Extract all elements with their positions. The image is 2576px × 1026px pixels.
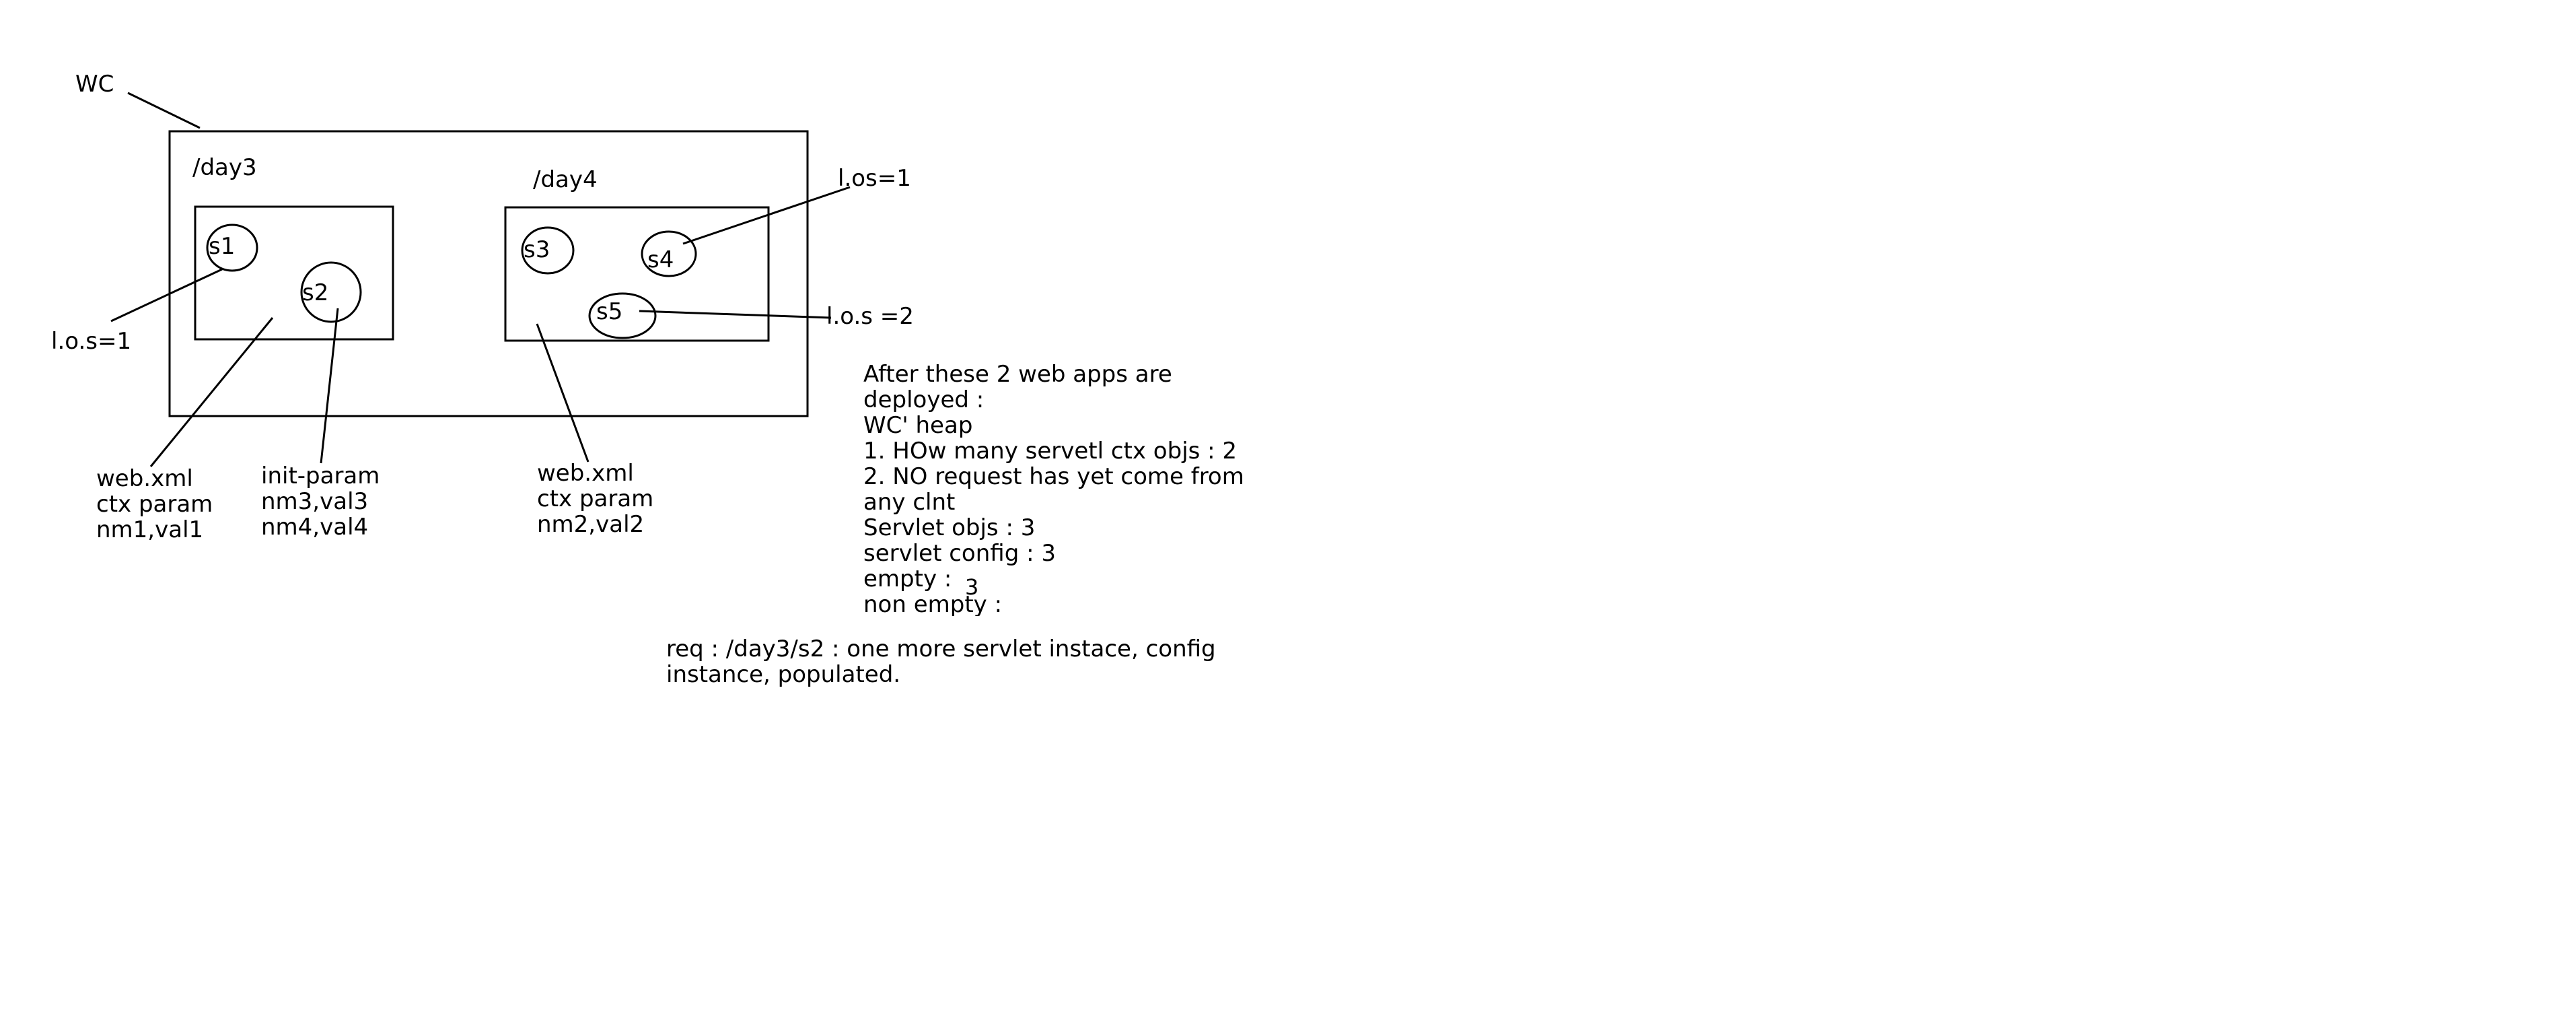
s5-load-on-startup-label: l.o.s =2 <box>826 303 914 330</box>
day4-ctx-value-line: nm2,val2 <box>537 511 645 538</box>
init-param-value-2: nm4,val4 <box>261 514 369 541</box>
notes-line-6: any clnt <box>863 489 956 516</box>
notes-line-5: 2. NO request has yet come from <box>863 463 1244 490</box>
notes-line-1: After these 2 web apps are <box>863 362 1172 388</box>
servlet-s3-label: s3 <box>524 236 550 263</box>
s1-load-on-startup-label: l.o.s=1 <box>51 328 132 355</box>
servlet-s5-label: s5 <box>596 298 623 325</box>
servlet-s4-label: s4 <box>647 246 674 273</box>
day3-context-label: /day3 <box>192 154 257 181</box>
request-note-line-1: req : /day3/s2 : one more servlet instac… <box>666 636 1216 662</box>
s4-los-connector <box>682 186 851 245</box>
s1-los-connector <box>110 268 223 322</box>
servlet-s2-circle <box>300 261 362 323</box>
s4-load-on-startup-label: l.os=1 <box>838 165 911 192</box>
day3-webxml-notes: web.xml ctx param nm1,val1 <box>96 466 213 543</box>
wc-pointer-line <box>127 92 201 129</box>
s2-init-param-connector <box>320 308 339 464</box>
notes-line-7: Servlet objs : 3 <box>863 514 1036 541</box>
deployment-notes: After these 2 web apps are deployed : WC… <box>863 362 1244 616</box>
day4-context-label: /day4 <box>533 166 598 193</box>
day4-ctx-param-line: ctx param <box>537 485 654 512</box>
init-param-value-1: nm3,val3 <box>261 488 369 515</box>
servlet-s1-circle <box>206 224 258 272</box>
empty-count-value: 3 <box>965 574 979 600</box>
day3-ctx-param-line: ctx param <box>96 491 213 518</box>
servlet-s2-label: s2 <box>302 279 329 306</box>
s2-init-param-notes: init-param nm3,val3 nm4,val4 <box>261 463 380 540</box>
notes-line-9: empty : <box>863 566 952 592</box>
web-container-box <box>168 130 809 417</box>
day3-ctx-value-line: nm1,val1 <box>96 516 204 543</box>
servlet-s1-label: s1 <box>209 233 236 260</box>
request-note-line-2: instance, populated. <box>666 661 901 688</box>
s5-los-connector <box>639 310 832 319</box>
day4-app-box <box>504 206 770 342</box>
day3-app-box <box>194 205 394 341</box>
notes-line-4: 1. HOw many servetl ctx objs : 2 <box>863 438 1238 465</box>
wc-label: WC <box>75 71 114 98</box>
notes-line-8: servlet config : 3 <box>863 540 1056 567</box>
init-param-heading: init-param <box>261 463 380 489</box>
day3-webxml-connector <box>149 317 274 467</box>
servlet-s5-circle <box>588 292 657 339</box>
day4-webxml-line: web.xml <box>537 460 634 487</box>
day4-webxml-notes: web.xml ctx param nm2,val2 <box>537 460 653 537</box>
notes-line-3: WC' heap <box>863 412 973 439</box>
servlet-s4-circle <box>641 230 697 277</box>
day4-webxml-connector <box>536 323 589 463</box>
notes-line-10: non empty : <box>863 591 1003 616</box>
servlet-s3-circle <box>521 226 575 275</box>
notes-line-2: deployed : <box>863 386 985 413</box>
day3-webxml-line: web.xml <box>96 465 193 492</box>
request-note: req : /day3/s2 : one more servlet instac… <box>666 636 1216 687</box>
